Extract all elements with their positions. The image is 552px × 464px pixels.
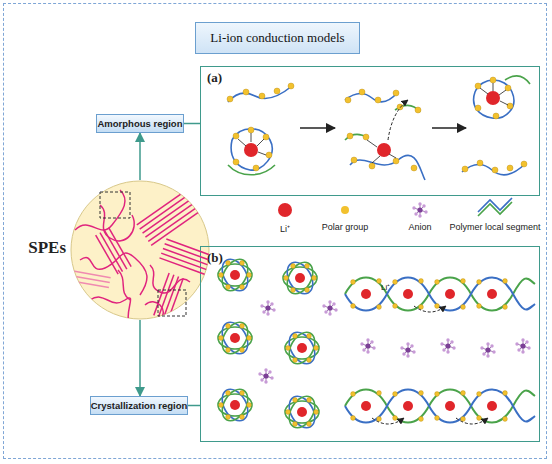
node-label: Crystallization region	[91, 400, 188, 411]
model-panel: (b)	[200, 246, 540, 442]
legend-text: Polymer local segment	[435, 222, 552, 232]
circle-outline	[70, 180, 210, 320]
connector-line	[139, 133, 141, 180]
region-label: Crystallization region	[90, 396, 188, 415]
legend-icons	[412, 198, 512, 218]
panel-letter: (a)	[207, 70, 222, 86]
connector-line	[139, 320, 141, 396]
node-heading: SPEs	[6, 238, 66, 258]
legend-swatch	[278, 203, 292, 217]
region-label: Amorphous region	[96, 114, 184, 133]
legend-swatch	[341, 206, 349, 214]
title-box: Li-ion conduction models	[195, 22, 360, 54]
circle-shape	[71, 181, 209, 319]
connector-line	[184, 123, 200, 125]
spe-circle: SPEs	[70, 180, 210, 320]
panel-letter: (b)	[207, 250, 223, 266]
legend-text: Polar group	[285, 222, 405, 232]
model-panel: (a)	[200, 66, 540, 196]
ion-label: Li⁺	[381, 281, 390, 292]
node-label: Amorphous region	[98, 118, 183, 129]
connector-line	[188, 405, 200, 407]
